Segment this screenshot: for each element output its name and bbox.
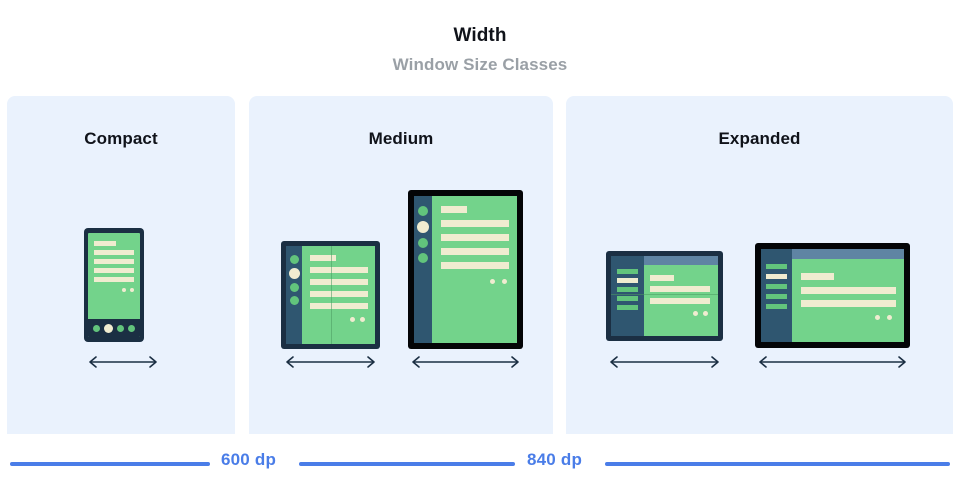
content-line	[650, 286, 710, 292]
content-dot	[502, 279, 507, 284]
tablet-screen	[414, 196, 517, 343]
content-line	[441, 248, 509, 255]
drawer-item	[617, 296, 638, 301]
page-title: Width	[453, 25, 507, 46]
content-line	[650, 275, 674, 281]
content-dot	[693, 311, 698, 316]
content-line	[801, 300, 896, 307]
rail-dot	[290, 255, 299, 264]
drawer-item	[617, 269, 638, 274]
rail-dot-active	[289, 268, 300, 279]
content-line	[94, 259, 134, 264]
drawer-item	[766, 284, 787, 289]
rail-dot	[290, 283, 299, 292]
scale-segment-middle	[299, 462, 515, 466]
content-line	[310, 303, 368, 309]
tablet-landscape-screen	[761, 249, 904, 342]
content-line	[310, 255, 336, 261]
content-line	[801, 273, 834, 280]
panel-expanded: Expanded	[566, 96, 953, 434]
content-line	[441, 234, 509, 241]
nav-dot	[93, 325, 100, 332]
panel-heading-medium: Medium	[368, 129, 434, 148]
width-arrow-medium-foldable	[282, 354, 379, 375]
nav-dot	[128, 325, 135, 332]
device-phone-portrait	[84, 228, 144, 342]
drawer-item-active	[766, 274, 787, 279]
content-line	[650, 298, 710, 304]
content-dot	[887, 315, 892, 320]
content-dot	[875, 315, 880, 320]
device-tablet-landscape	[755, 243, 910, 348]
width-arrow-expanded-foldable	[606, 354, 723, 375]
content-dot	[703, 311, 708, 316]
phone-bottom-nav	[88, 319, 140, 337]
content-line	[441, 206, 467, 213]
content-line	[310, 267, 368, 273]
content-dot	[350, 317, 355, 322]
device-tablet-portrait	[408, 190, 523, 349]
phone-screen	[88, 233, 140, 337]
rail-dot	[418, 238, 428, 248]
app-top-bar	[792, 249, 904, 259]
content-dot	[490, 279, 495, 284]
nav-dot-active	[104, 324, 113, 333]
content-line	[94, 268, 134, 273]
drawer-item	[617, 287, 638, 292]
drawer-item	[766, 304, 787, 309]
diagram-header: Width Window Size Classes	[0, 0, 960, 96]
content-line	[94, 277, 134, 282]
content-line	[310, 291, 368, 297]
panel-heading-expanded: Expanded	[718, 129, 801, 148]
foldable-landscape-screen	[611, 256, 718, 336]
rail-dot	[418, 206, 428, 216]
navigation-rail	[414, 196, 432, 343]
breakpoint-label-600: 600 dp	[221, 450, 277, 469]
scale-segment-right	[605, 462, 950, 466]
width-arrow-compact	[85, 354, 161, 375]
panel-compact: Compact	[7, 96, 235, 434]
content-line	[94, 241, 116, 246]
nav-dot	[117, 325, 124, 332]
rail-dot-active	[417, 221, 429, 233]
app-top-bar	[644, 256, 718, 265]
breakpoint-label-840: 840 dp	[527, 450, 583, 469]
content-dot	[130, 288, 134, 292]
fold-crease	[611, 294, 718, 295]
content-line	[441, 262, 509, 269]
content-line	[94, 250, 134, 255]
device-foldable-portrait	[281, 241, 380, 349]
content-line	[801, 287, 896, 294]
width-arrow-medium-tablet	[408, 354, 523, 375]
content-dot	[360, 317, 365, 322]
width-arrow-expanded-tablet	[755, 354, 910, 375]
drawer-item	[766, 294, 787, 299]
panel-heading-compact: Compact	[84, 129, 158, 148]
content-line	[441, 220, 509, 227]
content-line	[310, 279, 368, 285]
drawer-item	[617, 305, 638, 310]
rail-dot	[290, 296, 299, 305]
drawer-item-active	[617, 278, 638, 283]
size-class-panels: Compact	[0, 96, 960, 434]
page-subtitle: Window Size Classes	[392, 55, 568, 74]
breakpoint-scale: 600 dp 840 dp	[0, 434, 960, 494]
fold-crease	[331, 246, 332, 344]
drawer-item	[766, 264, 787, 269]
device-foldable-landscape	[606, 251, 723, 341]
panel-medium: Medium	[249, 96, 553, 434]
rail-dot	[418, 253, 428, 263]
scale-segment-left	[10, 462, 210, 466]
content-dot	[122, 288, 126, 292]
foldable-screen	[286, 246, 375, 344]
